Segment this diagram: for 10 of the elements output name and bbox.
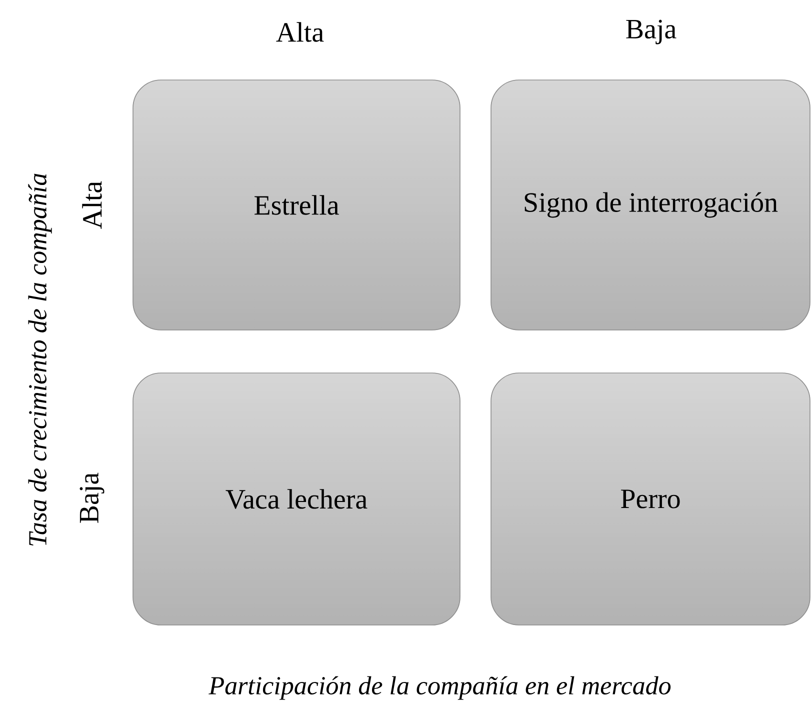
column-label: Alta bbox=[276, 22, 324, 42]
rounded-box: Signo de interrogación bbox=[490, 80, 810, 330]
rounded-box: Estrella bbox=[132, 80, 460, 330]
axis-title: Participación de la compañía en el mercado bbox=[208, 676, 671, 700]
column-label: Baja bbox=[626, 20, 676, 44]
axis-title: Tasa de crecimiento de la compañía bbox=[28, 174, 52, 546]
rounded-box: Vaca lechera bbox=[132, 372, 460, 626]
rounded-box: Perro bbox=[490, 372, 810, 626]
row-label: Alta bbox=[82, 181, 102, 229]
row-label: Baja bbox=[80, 472, 104, 523]
